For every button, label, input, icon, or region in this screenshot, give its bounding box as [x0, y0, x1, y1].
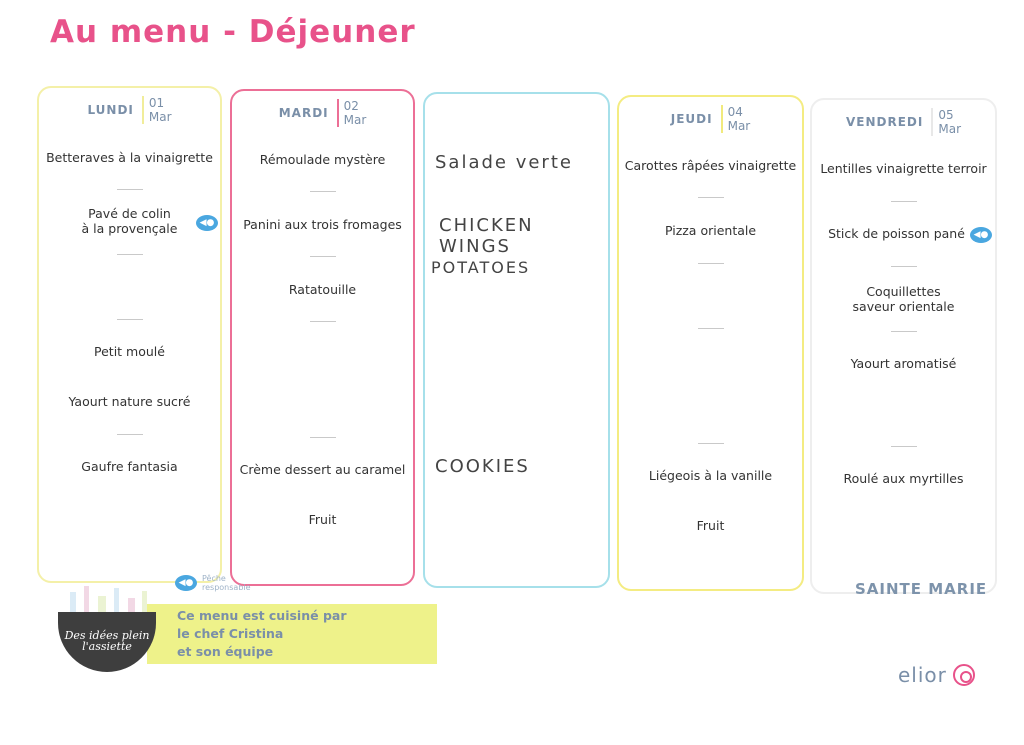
day-header: MARDI 02 Mar	[232, 99, 413, 127]
day-month: Mar	[727, 119, 751, 133]
separator	[890, 266, 917, 267]
page-title: Au menu - Déjeuner	[50, 14, 416, 50]
menu-item: Lentilles vinaigrette terroir	[820, 161, 987, 176]
separator	[309, 437, 336, 438]
menu-item: Fruit	[308, 512, 337, 527]
menu-item: Rémoulade mystère	[259, 152, 386, 167]
menu-item: Fruit	[696, 518, 725, 533]
handwritten-item: CHICKEN WINGS	[439, 215, 534, 257]
separator	[116, 319, 143, 320]
handwritten-item: COOKIES	[435, 456, 530, 477]
menu-item: Stick de poisson pané	[828, 226, 965, 241]
brand-name: elior	[898, 663, 947, 687]
menu-item: Roulé aux myrtilles	[843, 471, 964, 486]
separator	[309, 256, 336, 257]
fish-icon: ◀●	[196, 215, 218, 231]
menu-item: Liégeois à la vanille	[648, 468, 773, 483]
separator	[116, 254, 143, 255]
day-number: 01	[148, 96, 165, 110]
day-column-mercredi: Salade verte CHICKEN WINGS POTATOES COOK…	[423, 92, 610, 588]
menu-item: Petit moulé	[94, 344, 165, 359]
separator	[890, 446, 917, 447]
logo-text: Des idées plein l'assiette	[64, 629, 150, 653]
menu-item: Carottes râpées vinaigrette	[624, 158, 797, 173]
peche-responsable-badge: ◀● Pêche responsable	[175, 574, 262, 592]
banner-text: Ce menu est cuisiné par le chef Cristina…	[177, 607, 347, 661]
banner-line: et son équipe	[177, 644, 274, 659]
separator	[697, 443, 724, 444]
day-number: 05	[938, 108, 954, 122]
separator	[309, 191, 336, 192]
day-date: 05 Mar	[931, 108, 961, 136]
separator	[890, 201, 917, 202]
menu-item: Panini aux trois fromages	[243, 217, 402, 232]
day-header: LUNDI 01 Mar	[39, 96, 220, 124]
separator	[697, 197, 724, 198]
day-header: VENDREDI 05 Mar	[812, 108, 995, 136]
day-date: 01 Mar	[141, 96, 172, 124]
handwritten-item: POTATOES	[431, 258, 531, 277]
day-column-lundi: LUNDI 01 Mar Betteraves à la vinaigrette…	[37, 86, 222, 583]
elior-logo: elior	[898, 663, 975, 687]
chef-banner: Ce menu est cuisiné par le chef Cristina…	[147, 604, 437, 664]
peche-label: Pêche responsable	[202, 574, 251, 592]
day-date: 04 Mar	[720, 105, 751, 133]
handwritten-item: Salade verte	[435, 152, 573, 173]
separator	[309, 321, 336, 322]
menu-item: Ratatouille	[288, 282, 357, 297]
menu-item: Yaourt nature sucré	[68, 394, 191, 409]
separator	[116, 434, 143, 435]
day-name: JEUDI	[670, 112, 713, 126]
school-name: SAINTE MARIE	[855, 580, 988, 598]
logo: Des idées plein l'assiette	[58, 612, 156, 672]
day-number: 04	[727, 105, 743, 119]
menu-item: Pizza orientale	[664, 223, 757, 238]
menu-item: Coquillettes saveur orientale	[852, 284, 955, 314]
day-name: LUNDI	[87, 103, 134, 117]
day-month: Mar	[148, 110, 172, 124]
banner-line: le chef Cristina	[177, 626, 284, 641]
day-month: Mar	[343, 113, 367, 127]
fish-icon: ◀●	[175, 575, 197, 591]
day-month: Mar	[938, 122, 961, 136]
day-number: 02	[343, 99, 359, 113]
day-name: VENDREDI	[846, 115, 924, 129]
day-column-vendredi: VENDREDI 05 Mar Lentilles vinaigrette te…	[810, 98, 997, 594]
fish-icon: ◀●	[970, 227, 992, 243]
separator	[890, 331, 917, 332]
elior-swirl-icon	[952, 664, 975, 686]
menu-item: Crème dessert au caramel	[239, 462, 406, 477]
menu-item: Yaourt aromatisé	[850, 356, 957, 371]
day-column-mardi: MARDI 02 Mar Rémoulade mystère Panini au…	[230, 89, 415, 586]
separator	[116, 189, 143, 190]
separator	[697, 263, 724, 264]
day-header: JEUDI 04 Mar	[619, 105, 802, 133]
separator	[697, 328, 724, 329]
menu-item: Pavé de colin à la provençale	[81, 206, 178, 236]
day-date: 02 Mar	[336, 99, 367, 127]
day-column-jeudi: JEUDI 04 Mar Carottes râpées vinaigrette…	[617, 95, 804, 591]
menu-item: Gaufre fantasia	[81, 459, 178, 474]
day-name: MARDI	[278, 106, 329, 120]
banner-line: Ce menu est cuisiné par	[177, 608, 347, 623]
menu-item: Betteraves à la vinaigrette	[46, 150, 213, 165]
